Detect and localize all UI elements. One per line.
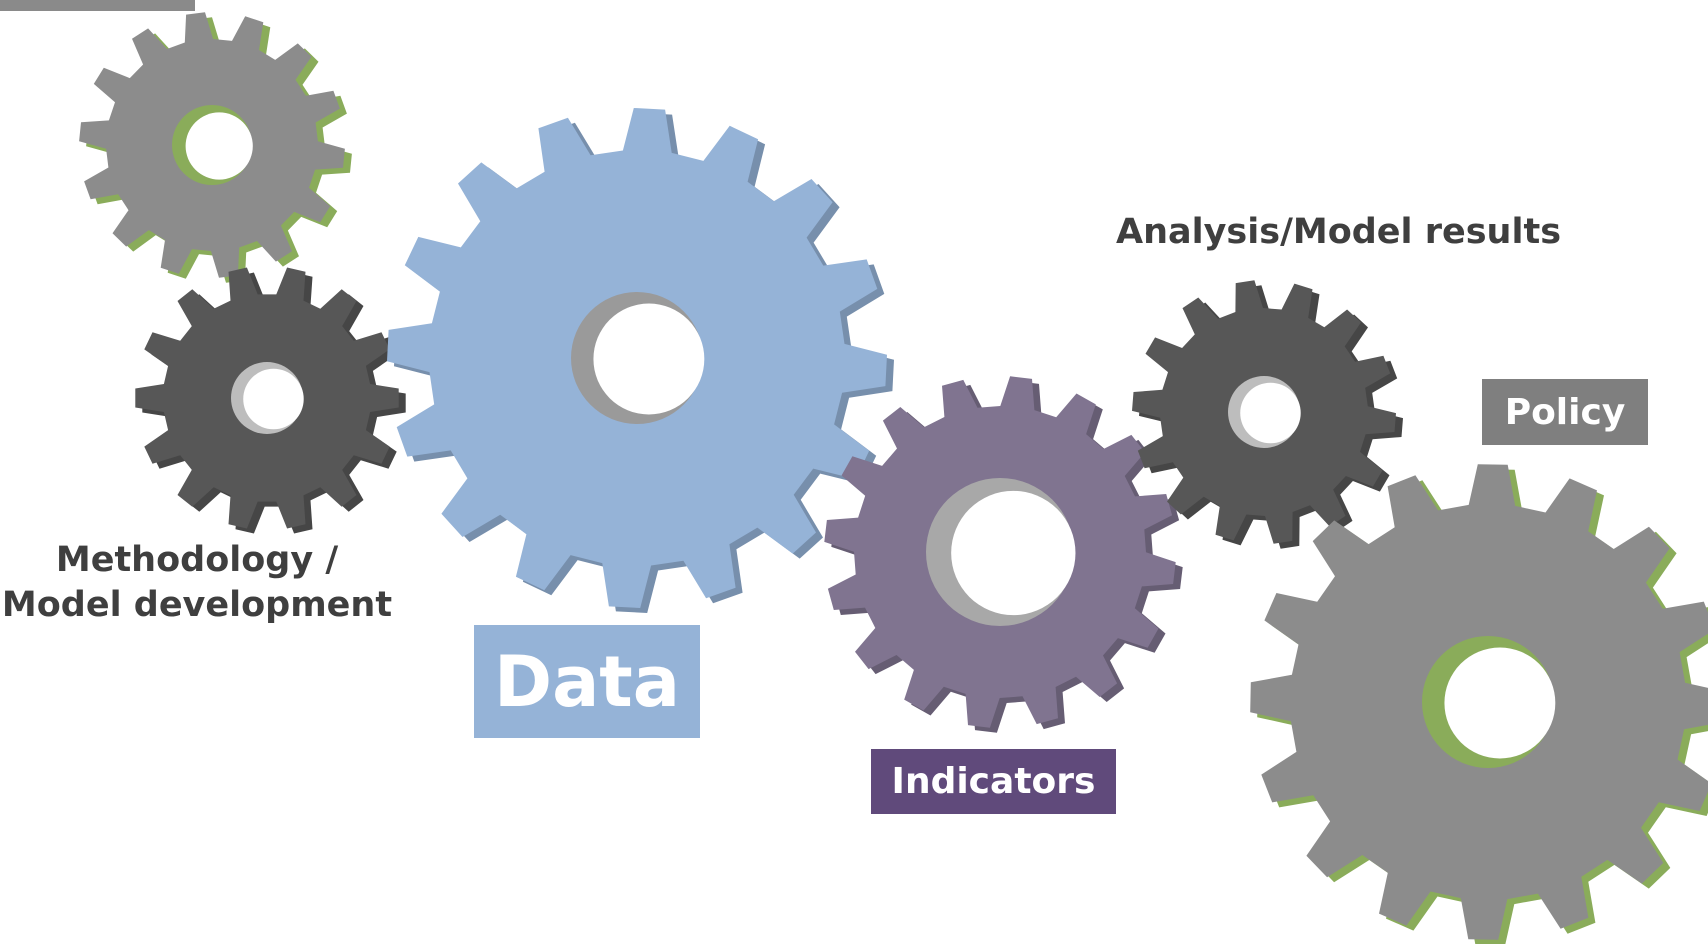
gear-purple-indicators [824, 376, 1183, 733]
analysis-results-label: Analysis/Model results [1116, 212, 1562, 252]
gear-gray-top-left-hole [185, 112, 253, 180]
gear-blue-data [387, 108, 894, 613]
gear-purple-indicators-hole [951, 490, 1076, 616]
methodology-label: Methodology / Model development [0, 538, 394, 628]
gear-gray-policy-hole [1444, 647, 1556, 759]
methodology-label-line1: Methodology / [55, 540, 339, 580]
methodology-label-line2: Model development [1, 585, 393, 625]
top-left-bar [0, 0, 195, 11]
data-box: Data [474, 625, 700, 738]
policy-box: Policy [1482, 379, 1648, 445]
gear-gray-policy [1250, 464, 1708, 944]
gear-dark-left [135, 267, 406, 534]
gear-gray-top-left [79, 12, 352, 283]
gear-dark-analysis-hole [1240, 382, 1301, 444]
gear-dark-analysis [1132, 280, 1403, 549]
gear-dark-left-hole [243, 368, 304, 430]
gear-blue-data-hole [593, 303, 705, 415]
indicators-box: Indicators [871, 749, 1116, 814]
